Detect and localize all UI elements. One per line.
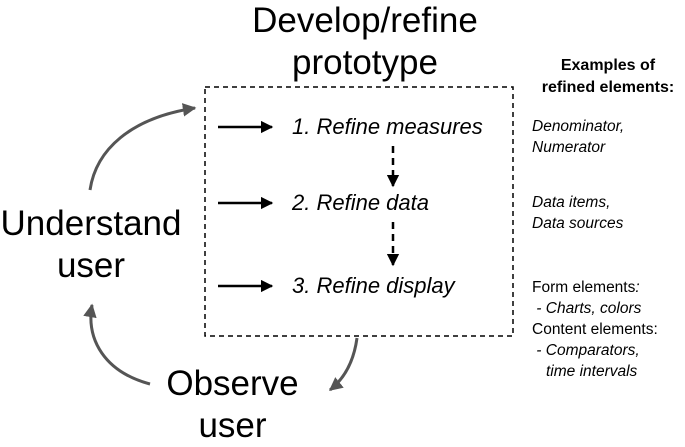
examples-data: Data items, Data sources — [532, 192, 623, 234]
title-line-1: Develop/refine — [252, 1, 478, 40]
examples-measures: Denominator, Numerator — [532, 116, 624, 158]
example-content-elements: Content elements: — [532, 321, 658, 338]
example-form-elements-colon: : — [635, 279, 640, 296]
example-comparators: - Comparators, — [532, 342, 640, 359]
cycle-arrow-understand-to-develop — [88, 103, 197, 191]
examples-header-line-2: refined elements: — [541, 79, 675, 96]
cycle-arrow-develop-to-observe — [328, 337, 359, 392]
title-line-2: prototype — [292, 43, 438, 82]
example-time-intervals: time intervals — [546, 363, 638, 380]
example-form-elements: Form elements: — [532, 277, 658, 298]
diagram-graphics — [83, 86, 514, 392]
prototype-box — [204, 86, 514, 337]
understand-line-1: Understand — [0, 204, 182, 243]
examples-header-line-1: Examples of — [560, 57, 656, 74]
example-form-elements-text: Form elements — [532, 279, 636, 296]
observe-user-label: Observe user — [150, 363, 315, 447]
examples-display: Form elements: - Charts, colors Content … — [532, 277, 658, 382]
observe-line-1: Observe — [166, 364, 299, 403]
example-charts-colors: - Charts, colors — [532, 300, 642, 317]
example-denominator: Denominator, — [532, 118, 625, 135]
example-numerator: Numerator — [532, 139, 606, 156]
examples-header: Examples of refined elements: — [533, 55, 683, 99]
step-refine-data: 2. Refine data — [292, 190, 429, 215]
step-refine-measures: 1. Refine measures — [292, 114, 483, 139]
step-refine-display: 3. Refine display — [292, 273, 455, 298]
observe-line-2: user — [198, 406, 267, 445]
understand-user-label: Understand user — [0, 203, 182, 287]
understand-line-2: user — [56, 246, 126, 285]
example-data-items: Data items, — [532, 194, 611, 211]
example-data-sources: Data sources — [532, 215, 624, 232]
title: Develop/refine prototype — [230, 0, 500, 84]
cycle-arrow-observe-to-understand — [83, 303, 151, 386]
